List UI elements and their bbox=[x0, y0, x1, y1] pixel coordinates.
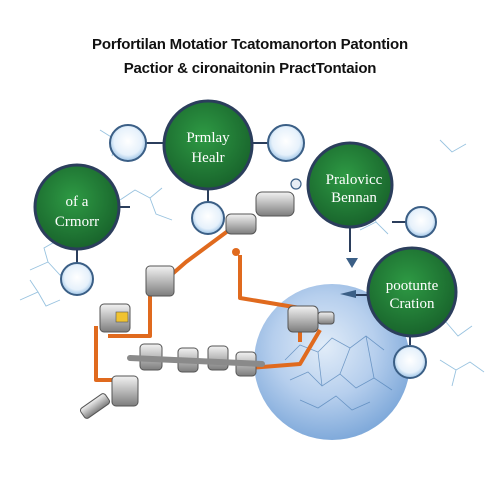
gauge-icon bbox=[115, 178, 358, 323]
diagram-title-line-1: Porfortilan Motatior Tcatomanorton Paton… bbox=[92, 36, 408, 53]
node-pootunte-cration: pootunte Cration bbox=[366, 246, 458, 338]
node-pralovicc-bennan-line-2: Bennan bbox=[331, 190, 377, 206]
diagram-title-line-2: Pactior & cironaitonin PractTontaion bbox=[123, 60, 377, 77]
node-primary-heal-line-1: Prmlay bbox=[186, 130, 230, 146]
node-of-a-cromorr-line-1: of a bbox=[66, 194, 89, 210]
sphere-network-lines bbox=[284, 335, 393, 411]
node-primary-heal-line-2: Healr bbox=[191, 150, 224, 166]
pipe-icon bbox=[94, 220, 322, 382]
node-pralovicc-bennan-line-1: Pralovicc bbox=[326, 172, 383, 188]
node-of-a-cromorr: of a Crmorr bbox=[33, 163, 121, 251]
bubble-icons bbox=[60, 124, 437, 379]
node-of-a-cromorr-line-2: Crmorr bbox=[55, 214, 99, 230]
node-pootunte-cration-line-2: Cration bbox=[390, 296, 435, 312]
node-pootunte-cration-line-1: pootunte bbox=[386, 278, 439, 294]
valve-pipe-run bbox=[127, 355, 265, 367]
node-pralovicc-bennan: Pralovicc Bennan bbox=[306, 141, 394, 229]
node-primary-heal: Prmlay Healr bbox=[162, 99, 254, 191]
